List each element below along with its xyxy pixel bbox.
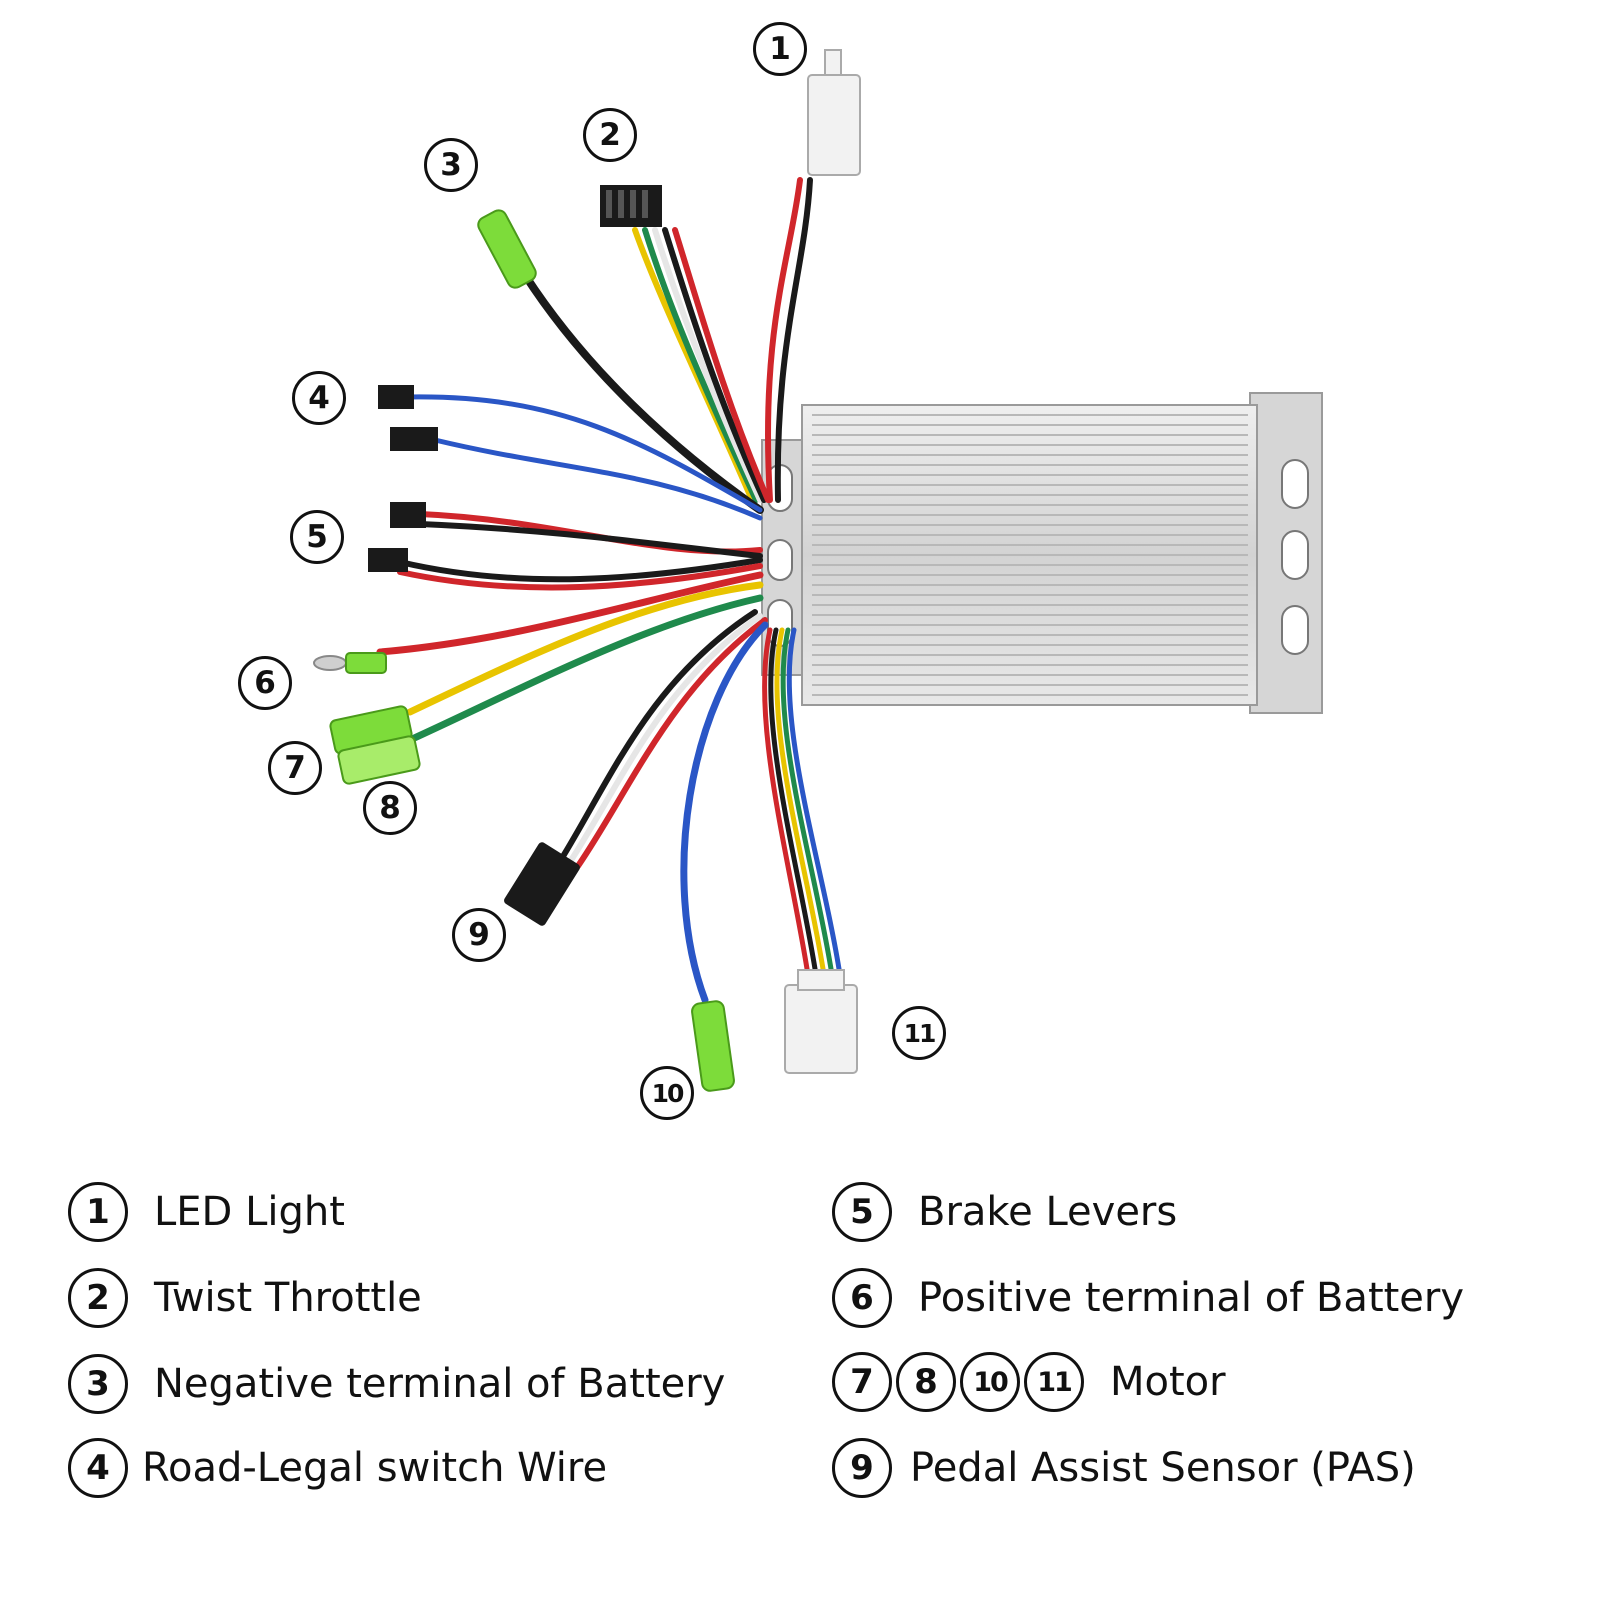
wire-throttle-red	[672, 227, 771, 503]
legend-label: Motor	[1110, 1359, 1226, 1405]
legend-number: 11	[1024, 1352, 1084, 1412]
controller-wiring-diagram	[313, 49, 1323, 1092]
wire-hall-blue	[786, 627, 843, 978]
throttle-connector	[600, 185, 662, 227]
wire-motor-yellow	[406, 581, 764, 716]
wire-hall-green	[780, 627, 835, 978]
wire-motor-blue	[680, 621, 769, 1004]
legend-label: Road-Legal switch Wire	[142, 1445, 608, 1491]
callout-twist-throttle: 2	[583, 108, 637, 162]
wire-motor-green	[406, 594, 764, 744]
legend-label: Twist Throttle	[154, 1275, 422, 1321]
wire-negative-battery	[521, 271, 764, 514]
brake-lever-connector	[368, 502, 426, 572]
legend-number: 10	[960, 1352, 1020, 1412]
legend-number: 8	[896, 1352, 956, 1412]
callout-positive-battery: 6	[238, 656, 292, 710]
motor-phase-connectors	[329, 705, 421, 785]
legend-number: 3	[68, 1354, 128, 1414]
wire-positive-battery	[376, 571, 764, 656]
legend-item-twist-throttle: 2 Twist Throttle	[68, 1266, 422, 1330]
legend-number: 9	[832, 1438, 892, 1498]
legend-number: 4	[68, 1438, 128, 1498]
wire-brake-red-2	[397, 563, 763, 591]
legend-label: Brake Levers	[918, 1189, 1178, 1235]
legend-item-motor: 7 8 10 11 Motor	[832, 1350, 1226, 1414]
legend-label: Positive terminal of Battery	[918, 1275, 1465, 1321]
wire-brake-red-1	[417, 511, 763, 555]
positive-battery-connector	[313, 652, 387, 674]
negative-battery-connector	[477, 209, 537, 289]
legend-item-led-light: 1 LED Light	[68, 1180, 345, 1244]
wire-led-black	[774, 177, 813, 503]
controller-body	[801, 404, 1258, 706]
hall-sensor-connector	[784, 969, 858, 1074]
wire-brake-black-2	[397, 557, 763, 583]
wire-throttle-black	[662, 227, 767, 503]
wire-pas-black	[559, 609, 758, 861]
mounting-bracket-right	[1249, 392, 1323, 714]
wire-brake-black-1	[417, 521, 763, 559]
legend-item-road-legal-switch: 4 Road-Legal switch Wire	[68, 1436, 607, 1500]
wire-led-red	[765, 177, 803, 503]
legend-label: Negative terminal of Battery	[154, 1361, 726, 1407]
road-legal-connector	[378, 385, 438, 451]
wire-pas-white	[567, 613, 763, 865]
callout-brake-levers: 5	[290, 510, 344, 564]
wire-hall-yellow	[774, 627, 827, 978]
callout-motor-10: 10	[640, 1066, 694, 1120]
legend-number: 5	[832, 1182, 892, 1242]
pas-connector	[504, 842, 580, 926]
legend-label: Pedal Assist Sensor (PAS)	[910, 1445, 1416, 1491]
legend-number: 1	[68, 1182, 128, 1242]
legend-item-negative-battery: 3 Negative terminal of Battery	[68, 1352, 725, 1416]
wire-road-legal-1	[407, 394, 763, 513]
led-light-connector	[807, 49, 861, 176]
legend-item-pas: 9 Pedal Assist Sensor (PAS)	[832, 1436, 1416, 1500]
legend-item-positive-battery: 6 Positive terminal of Battery	[832, 1266, 1464, 1330]
wire-road-legal-2	[432, 437, 763, 521]
motor-blue-connector	[691, 1000, 735, 1092]
legend-label: LED Light	[154, 1189, 345, 1235]
wire-pas-red	[575, 617, 768, 869]
legend-number: 7	[832, 1352, 892, 1412]
legend-number: 6	[832, 1268, 892, 1328]
callout-road-legal-switch: 4	[292, 371, 346, 425]
callout-motor-11: 11	[892, 1006, 946, 1060]
callout-motor-8: 8	[363, 781, 417, 835]
wire-hall-red	[762, 627, 811, 978]
legend-number: 2	[68, 1268, 128, 1328]
wire-throttle-green	[642, 227, 759, 503]
legend-item-brake-levers: 5 Brake Levers	[832, 1180, 1177, 1244]
wire-throttle-white	[652, 227, 763, 503]
callout-negative-battery: 3	[424, 138, 478, 192]
callout-pas: 9	[452, 908, 506, 962]
callout-motor-7: 7	[268, 741, 322, 795]
wire-hall-black	[768, 627, 819, 978]
callout-led-light: 1	[753, 22, 807, 76]
